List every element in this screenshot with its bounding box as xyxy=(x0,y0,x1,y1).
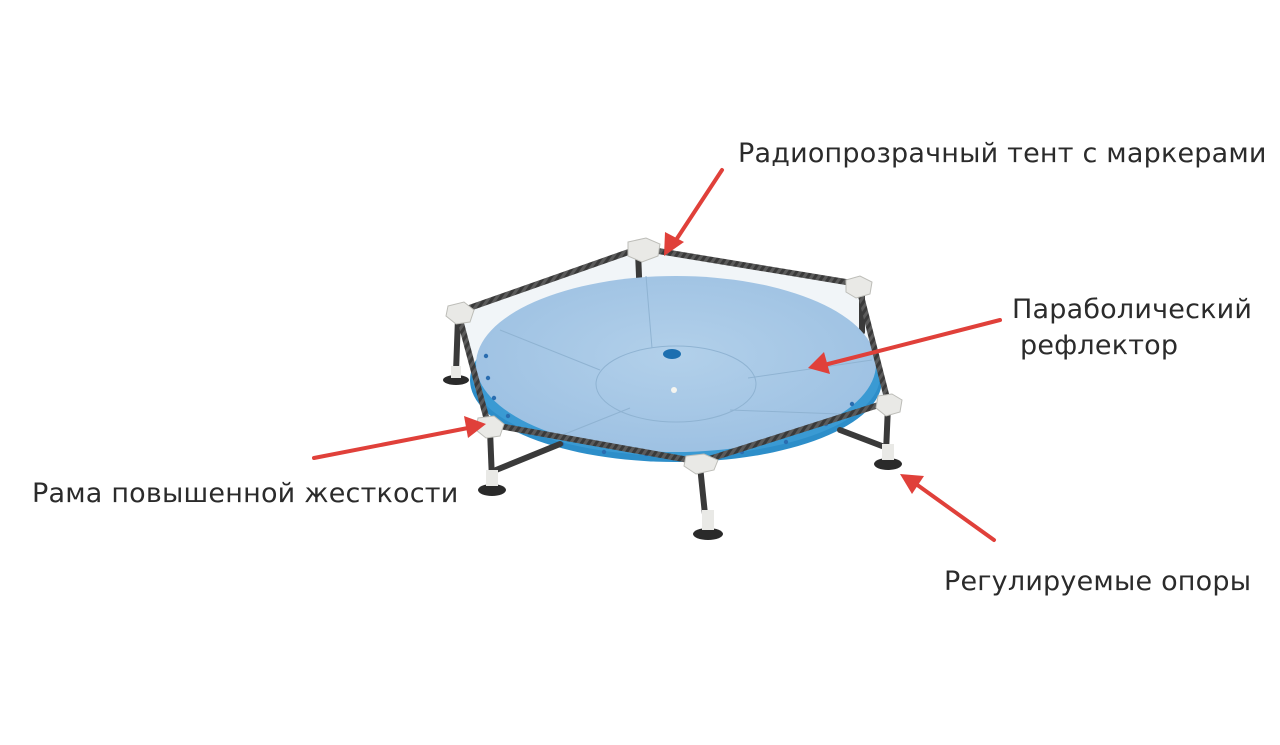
feed-marker xyxy=(663,349,681,359)
frame-rods xyxy=(455,245,891,465)
callout-arrows xyxy=(312,168,1002,542)
reflector-segments xyxy=(499,275,873,437)
center-marker xyxy=(671,387,677,393)
reflector-dish xyxy=(476,276,876,452)
arrow-tent xyxy=(664,168,724,256)
arrow-reflector xyxy=(808,318,1002,374)
arrow-supports xyxy=(900,474,996,542)
label-reflector-line1: Параболический xyxy=(1012,294,1253,325)
arrow-frame xyxy=(312,416,486,460)
label-reflector: Параболический рефлектор xyxy=(1012,292,1252,364)
label-supports: Регулируемые опоры xyxy=(944,566,1252,597)
label-frame: Рама повышенной жесткости xyxy=(32,478,459,509)
adjustable-feet xyxy=(443,366,902,540)
frame-connectors xyxy=(445,237,903,475)
label-tent: Радиопрозрачный тент с маркерами xyxy=(738,138,1267,169)
label-reflector-line2: рефлектор xyxy=(1020,330,1179,361)
